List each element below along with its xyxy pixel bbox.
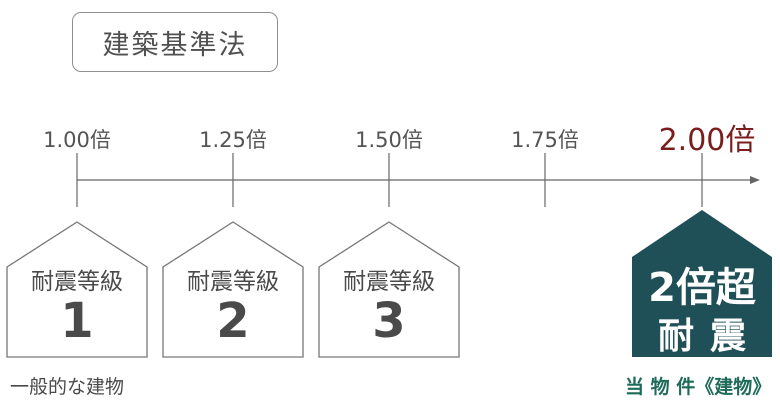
axis-arrowhead bbox=[750, 176, 760, 184]
tick-label-1-75: 1.75倍 bbox=[511, 128, 579, 152]
featured-house-line2: 耐震 bbox=[657, 316, 762, 357]
tick-label-1-50: 1.50倍 bbox=[355, 128, 423, 152]
house-featured-shape bbox=[632, 210, 772, 357]
house-outline-2 bbox=[162, 221, 304, 358]
house-3-grade: 3 bbox=[372, 293, 406, 349]
house-2-title: 耐震等級 bbox=[187, 269, 279, 295]
house-outline-3 bbox=[318, 221, 460, 358]
house-1-grade: 1 bbox=[60, 293, 94, 349]
house-outline-1 bbox=[6, 221, 148, 358]
house-1-title: 耐震等級 bbox=[31, 269, 123, 295]
caption-general-building: 一般的な建物 bbox=[10, 376, 125, 398]
featured-house-line1: 2倍超 bbox=[648, 265, 756, 311]
tick-label-1-25: 1.25倍 bbox=[199, 128, 267, 152]
caption-this-property: 当 物 件《建物》 bbox=[625, 376, 772, 398]
house-2-grade: 2 bbox=[216, 293, 250, 349]
tick-label-1-00: 1.00倍 bbox=[43, 128, 111, 152]
building-standard-law-badge: 建築基準法 bbox=[72, 12, 278, 72]
tick-label-2-00: 2.00倍 bbox=[658, 123, 756, 158]
house-3-title: 耐震等級 bbox=[343, 269, 435, 295]
